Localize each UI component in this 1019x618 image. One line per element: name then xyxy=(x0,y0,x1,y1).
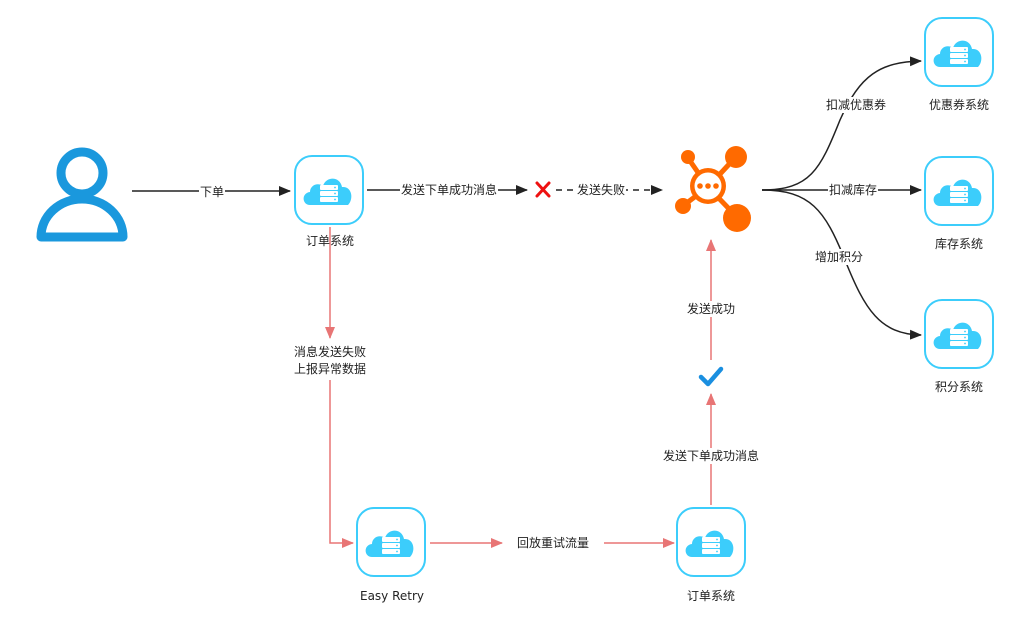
order-system-top-node[interactable] xyxy=(294,155,364,225)
cloud-server-icon xyxy=(365,530,414,557)
edge-label-add-points: 增加积分 xyxy=(813,249,865,265)
easy-retry-node[interactable] xyxy=(356,507,426,577)
edge-label-place-order: 下单 xyxy=(198,184,226,200)
inventory-system-node[interactable] xyxy=(924,156,994,226)
check-icon xyxy=(698,366,724,387)
coupon-system-label: 优惠券系统 xyxy=(928,98,990,112)
edge-label-replay-traffic: 回放重试流量 xyxy=(515,535,591,551)
edge-label-deduct-coupon: 扣减优惠券 xyxy=(824,97,888,113)
cross-icon xyxy=(535,181,551,198)
cloud-server-icon xyxy=(933,40,982,67)
cloud-server-icon xyxy=(933,322,982,349)
edge-label-report-line2: 上报异常数据 xyxy=(292,361,368,377)
order-system-bottom-node[interactable] xyxy=(676,507,746,577)
cloud-server-icon xyxy=(685,530,734,557)
cloud-server-icon xyxy=(933,179,982,206)
coupon-system-node[interactable] xyxy=(924,17,994,87)
edge-label-report-line1: 消息发送失败 xyxy=(292,344,368,360)
edge-label-deduct-inventory: 扣减库存 xyxy=(827,182,879,198)
message-queue-icon xyxy=(675,146,751,232)
order-system-bottom-label: 订单系统 xyxy=(686,589,736,603)
edge-report-to-retry xyxy=(329,380,354,548)
edge-label-send-order-msg: 发送下单成功消息 xyxy=(399,182,499,198)
easy-retry-label: Easy Retry xyxy=(359,589,425,603)
edge-label-resend-order-msg: 发送下单成功消息 xyxy=(661,448,761,464)
edge-deduct-coupon xyxy=(761,56,922,191)
edge-label-send-failed: 发送失败 xyxy=(575,182,627,198)
points-system-label: 积分系统 xyxy=(934,380,984,394)
points-system-node[interactable] xyxy=(924,299,994,369)
user-icon xyxy=(36,147,128,242)
inventory-system-label: 库存系统 xyxy=(934,237,984,251)
order-system-top-label: 订单系统 xyxy=(305,234,355,248)
edge-label-send-success: 发送成功 xyxy=(685,301,737,317)
cloud-server-icon xyxy=(303,178,352,205)
